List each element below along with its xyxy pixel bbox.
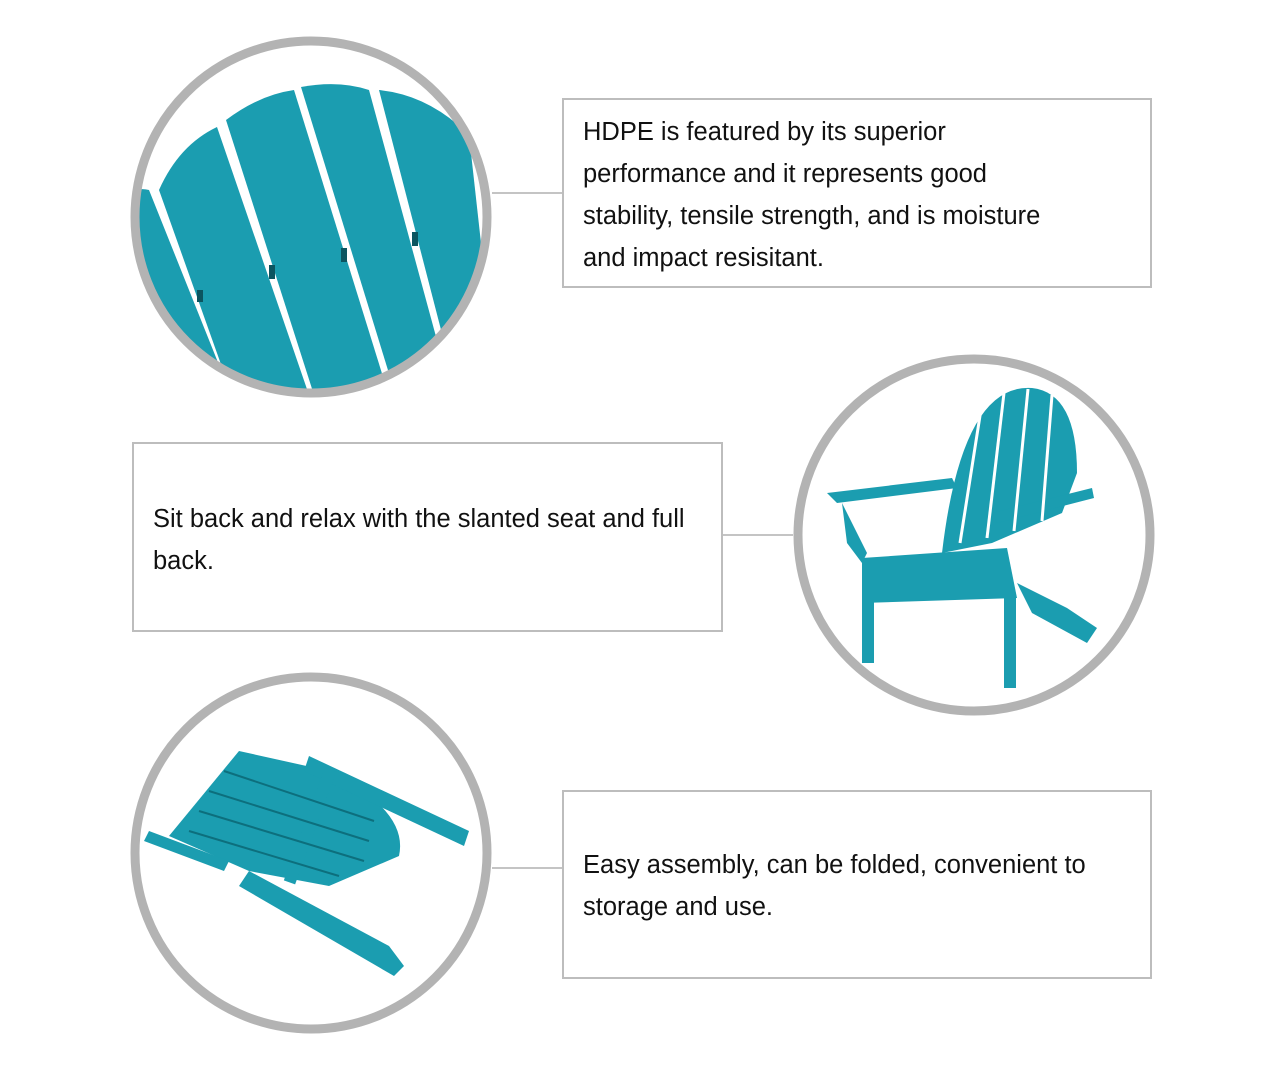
adirondack-chair-image [793, 354, 1155, 716]
connector-line [492, 192, 563, 194]
connector-line [723, 534, 793, 536]
feature-box-material: HDPE is featured by its superior perform… [562, 98, 1152, 288]
feature-box-folding: Easy assembly, can be folded, convenient… [562, 790, 1152, 979]
connector-line [492, 867, 563, 869]
folded-chair-image [130, 672, 492, 1034]
feature-box-comfort: Sit back and relax with the slanted seat… [132, 442, 723, 632]
feature-text-comfort: Sit back and relax with the slanted seat… [153, 505, 685, 575]
feature-text-material: HDPE is featured by its superior perform… [583, 118, 1041, 272]
slats-closeup-image [130, 36, 492, 398]
feature-text-folding: Easy assembly, can be folded, convenient… [583, 851, 1086, 921]
